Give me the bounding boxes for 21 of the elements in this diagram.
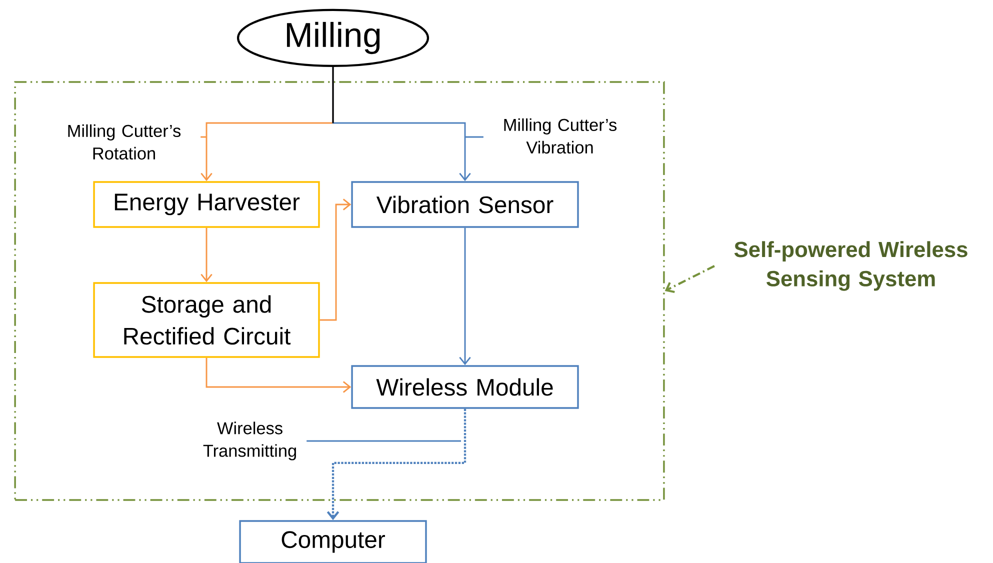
system-frame — [14, 81, 665, 501]
leader-line — [465, 136, 484, 138]
ellipse-node: Milling — [236, 8, 430, 68]
system-label: Self-powered Wireless Sensing System — [734, 241, 968, 291]
annotation-text: Milling Cutter’s Vibration — [504, 118, 617, 154]
arrow — [326, 408, 466, 520]
arrow — [200, 228, 212, 282]
arrow — [664, 265, 715, 294]
leader-line — [200, 136, 208, 138]
annotation-text: Milling Cutter’s Rotation — [68, 124, 181, 160]
arrow — [332, 67, 471, 182]
arrow — [320, 198, 352, 321]
annotation-text: Wireless Transmitting — [203, 422, 296, 460]
process-box: Storage and Rectified Circuit — [93, 282, 320, 358]
process-box: Wireless Module — [351, 365, 579, 409]
process-box: Computer — [239, 520, 427, 563]
arrow — [459, 228, 471, 366]
arrow — [206, 358, 352, 393]
leader-line — [306, 440, 461, 442]
process-box: Energy Harvester — [93, 181, 320, 228]
process-box: Vibration Sensor — [351, 181, 579, 228]
